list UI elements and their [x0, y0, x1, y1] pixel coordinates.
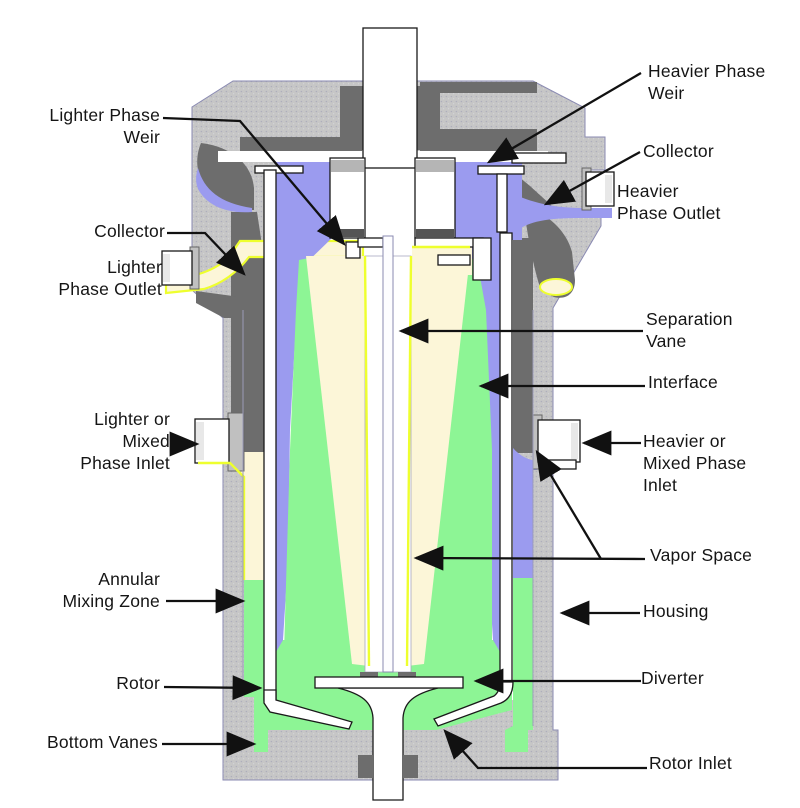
label-interface: Interface: [648, 372, 718, 392]
rotor-wall-left: [263, 169, 277, 701]
label-bottom-vanes: Bottom Vanes: [46, 732, 158, 752]
leader-arrows: [162, 72, 647, 770]
collector-channel-walls: [357, 237, 492, 281]
heavier-phase-outlet-nozzle: [581, 167, 615, 211]
label-heavier-phase-weir: Heavier Phase Weir: [648, 61, 766, 103]
heavier-phase-weir-part: [477, 165, 525, 233]
rotor-wall-right: [499, 232, 513, 691]
rotor-liquids: [264, 238, 512, 730]
heavier-wedge-left: [276, 238, 332, 652]
shaft-seal-blocks: [358, 755, 418, 778]
heavier-outlet-channel: [518, 196, 612, 230]
label-separation-vane: Separation Vane: [646, 309, 733, 351]
label-diverter: Diverter: [641, 668, 704, 688]
label-housing: Housing: [643, 601, 709, 621]
housing-inner-edges: [242, 310, 534, 726]
separation-vane-part: [360, 235, 416, 678]
lighter-phase-outlet-nozzle: [161, 246, 200, 290]
label-rotor: Rotor: [116, 673, 160, 693]
arrow-heavier-phase-weir: [486, 72, 642, 164]
label-vapor-space: Vapor Space: [650, 545, 753, 565]
lighter-collector-pocket-right: [539, 278, 573, 296]
label-collector-right: Collector: [643, 141, 714, 161]
label-collector-left: Collector: [94, 221, 165, 241]
arrow-collector-right: [543, 150, 641, 206]
heavier-mixed-inlet-nozzle: [532, 414, 581, 470]
label-lighter-mixed-inlet: Lighter or Mixed Phase Inlet: [80, 409, 170, 473]
label-lighter-phase-weir: Lighter Phase Weir: [49, 105, 160, 147]
lighter-mixed-inlet-nozzle: [194, 412, 245, 472]
rotor-metal: [218, 27, 567, 801]
rotor-bottom-left: [263, 689, 353, 730]
lighter-wedge-left: [306, 256, 369, 666]
arrow-rotor: [163, 675, 263, 701]
arrow-collector-left: [167, 231, 246, 276]
label-heavier-phase-outlet: Heavier Phase Outlet: [617, 181, 721, 223]
label-heavier-mixed-inlet: Heavier or Mixed Phase Inlet: [643, 431, 747, 495]
lighter-phase-weir-part: [345, 241, 361, 259]
nozzles: [161, 167, 615, 472]
annular-mixing-zone-region: [244, 580, 268, 752]
mixed-wedge-left: [284, 258, 352, 660]
diverter-part: [314, 676, 464, 801]
drive-shaft: [362, 27, 418, 169]
arrow-rotor-inlet: [443, 729, 647, 770]
arrow-lighter-phase-weir: [162, 116, 346, 246]
arrow-vapor-space-rotor: [413, 545, 646, 571]
label-rotor-inlet: Rotor Inlet: [649, 753, 732, 773]
upper-rotor-columns: [329, 157, 456, 239]
label-lighter-phase-outlet: Lighter Phase Outlet: [58, 257, 162, 299]
arrow-vapor-space-annulus: [535, 449, 602, 560]
annulus-liquids: [230, 448, 537, 752]
label-annular-mixing-zone: Annular Mixing Zone: [62, 569, 160, 611]
heavier-collector-left: [196, 168, 252, 213]
